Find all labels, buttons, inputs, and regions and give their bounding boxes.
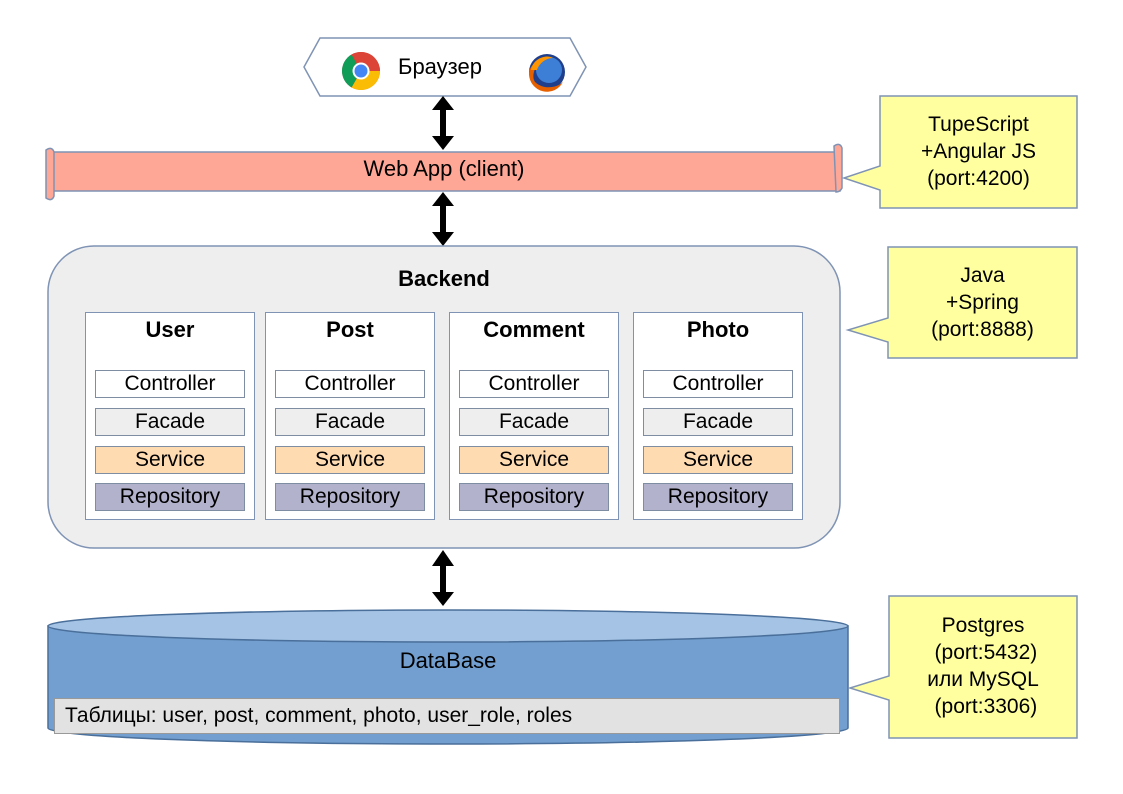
layer-service: Service xyxy=(95,446,245,474)
layer-controller: Controller xyxy=(275,370,425,398)
layer-facade: Facade xyxy=(95,408,245,436)
layer-repository: Repository xyxy=(275,483,425,511)
webapp-note-line: TupeScript xyxy=(928,113,1029,136)
webapp-note-line: +Angular JS xyxy=(921,140,1036,163)
database-callout xyxy=(847,595,1078,739)
module-post: Post Controller Facade Service Repositor… xyxy=(265,312,435,520)
database-tables: Таблицы: user, post, comment, photo, use… xyxy=(54,698,840,734)
database-note-line: Postgres xyxy=(941,614,1025,637)
layer-facade: Facade xyxy=(459,408,609,436)
layer-service: Service xyxy=(275,446,425,474)
webapp-note-line: (port:4200) xyxy=(927,167,1030,190)
layer-controller: Controller xyxy=(643,370,793,398)
backend-note-line: (port:8888) xyxy=(931,318,1034,341)
database-note: Postgres (port:5432) или MySQL (port:330… xyxy=(889,612,1077,720)
webapp-callout xyxy=(841,95,1078,209)
layer-repository: Repository xyxy=(95,483,245,511)
layer-service: Service xyxy=(459,446,609,474)
layer-facade: Facade xyxy=(643,408,793,436)
browser-label: Браузер xyxy=(398,54,482,79)
arrow-browser-webapp xyxy=(432,96,454,150)
webapp-label: Web App (client) xyxy=(363,156,525,181)
webapp-banner xyxy=(45,143,843,201)
database-label: DataBase xyxy=(399,648,497,673)
module-title: Post xyxy=(326,317,374,342)
database-note-line: (port:5432) xyxy=(928,641,1038,664)
database-note-line: (port:3306) xyxy=(928,695,1038,718)
module-comment: Comment Controller Facade Service Reposi… xyxy=(449,312,619,520)
backend-note-line: Java xyxy=(960,264,1005,287)
backend-note-line: +Spring xyxy=(946,291,1019,314)
layer-facade: Facade xyxy=(275,408,425,436)
layer-repository: Repository xyxy=(643,483,793,511)
backend-callout xyxy=(845,246,1078,359)
layer-service: Service xyxy=(643,446,793,474)
backend-title: Backend xyxy=(398,266,490,291)
backend-note: Java +Spring (port:8888) xyxy=(888,262,1077,343)
module-user: User Controller Facade Service Repositor… xyxy=(85,312,255,520)
layer-controller: Controller xyxy=(459,370,609,398)
webapp-note: TupeScript +Angular JS (port:4200) xyxy=(880,111,1077,192)
firefox-icon xyxy=(529,54,565,92)
layer-controller: Controller xyxy=(95,370,245,398)
module-title: Comment xyxy=(483,317,585,342)
arrow-backend-database xyxy=(432,550,454,606)
module-title: Photo xyxy=(686,317,750,342)
layer-repository: Repository xyxy=(459,483,609,511)
arrow-webapp-backend xyxy=(432,192,454,246)
module-photo: Photo Controller Facade Service Reposito… xyxy=(633,312,803,520)
module-title: User xyxy=(145,317,195,342)
database-note-line: или MySQL xyxy=(927,668,1039,691)
chrome-icon xyxy=(342,52,380,90)
